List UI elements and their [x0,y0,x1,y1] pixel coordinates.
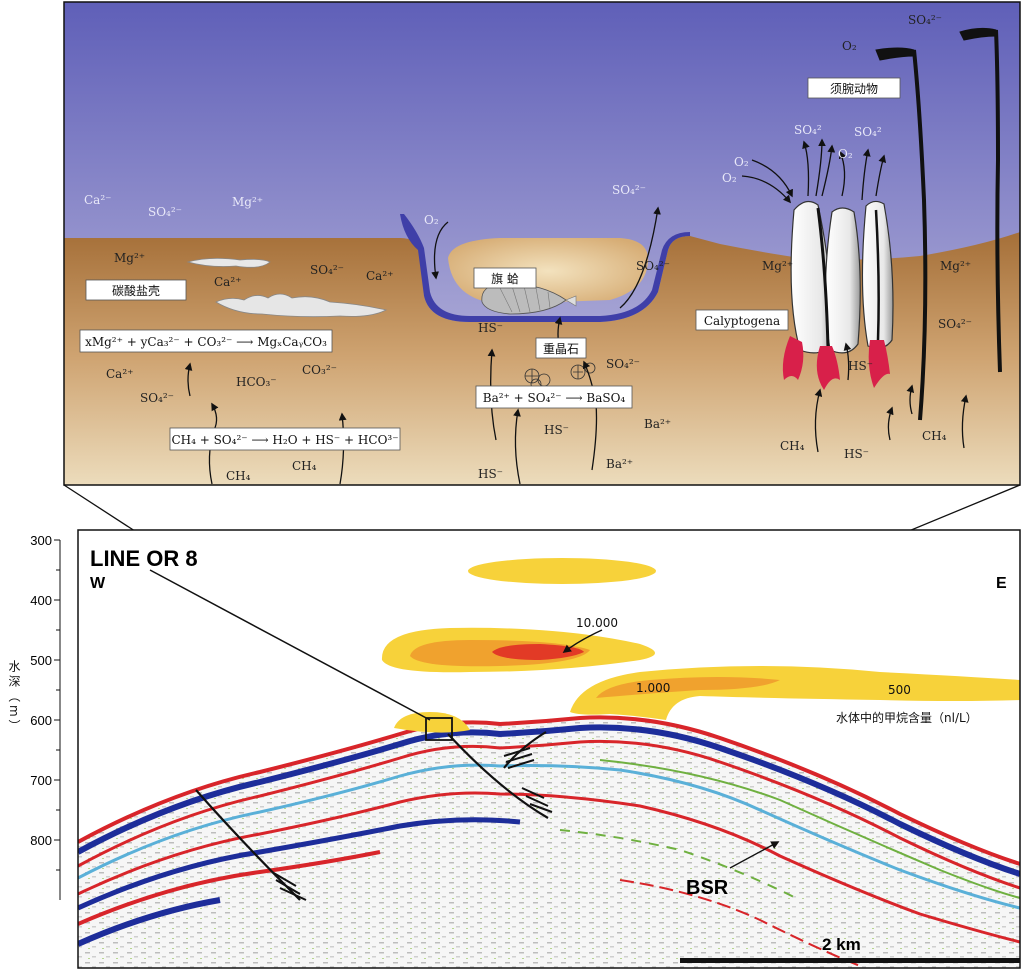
line-pointer [149,569,431,721]
depth-tick: 300 [30,533,52,548]
depth-tick: 500 [30,653,52,668]
ion-label: O₂ [424,213,439,227]
ion-label: Mg²⁺ [940,259,971,273]
scale-label: 2 km [822,935,861,954]
ion-label: CO₃²⁻ [302,363,337,377]
ion-label: Ca²⁺ [106,367,133,381]
ion-label: O₂ [722,171,737,185]
ion-label: Ca²⁻ [84,193,111,207]
water-ions: Ca²⁻ SO₄²⁻ Mg²⁺ SO₄²⁻ O₂ O₂ O₂ SO₄² SO₄²… [84,13,942,227]
ion-label: SO₄²⁻ [140,391,174,405]
ion-label: SO₄²⁻ [606,357,640,371]
ion-label: Mg²⁺ [232,195,263,209]
depth-tick: 800 [30,833,52,848]
barite-reaction: Ba²⁺ + SO₄²⁻ ⟶ BaSO₄ [483,391,626,405]
ion-label: SO₄² [794,123,822,137]
ion-label: Ca²⁺ [366,269,393,283]
carbonate-crust-large [215,293,388,318]
depth-axis: 300 400 500 600 700 800 水深（m） [7,533,61,900]
ion-label: Mg²⁺ [762,259,793,273]
seismic-section [78,715,1020,968]
ion-label: CH₄ [292,459,317,473]
faults [195,731,553,901]
plume-arrow [562,629,603,654]
ion-label: Ba²⁺ [644,417,671,431]
ion-label: Ba²⁺ [606,457,633,471]
zoom-box [425,717,453,741]
ion-label: HS⁻ [844,447,869,461]
west-label: W [90,575,106,592]
top-panel-frame [63,1,1021,486]
carbonate-crust-label: 碳酸盐壳 [112,283,160,298]
ion-label: HS⁻ [848,359,873,373]
ion-label: HS⁻ [478,321,503,335]
plume-value-10000: 10.000 [576,616,618,630]
ion-label: CH₄ [922,429,947,443]
carbonate-crust-small [186,258,271,268]
label-boxes [79,77,901,451]
line-label: LINE OR 8 [90,546,198,571]
sediment [64,232,1020,485]
ion-label: HS⁻ [478,467,503,481]
depth-tick: 700 [30,773,52,788]
ion-label: SO₄²⁻ [148,205,182,219]
calyptogena-clams-icon [782,200,894,390]
ion-label: Mg²⁺ [114,251,145,265]
aom-reaction: CH₄ + SO₄²⁻ ⟶ H₂O + HS⁻ + HCO³⁻ [171,433,398,447]
methane-plumes [381,558,1020,733]
bsr-label: BSR [686,877,729,899]
tubeworm-label: 须腕动物 [830,81,878,96]
ion-label: SO₄²⁻ [938,317,972,331]
box-labels: 碳酸盐壳 xMg²⁺ + yCa₃²⁻ + CO₃²⁻ ⟶ MgₓCaᵧCO₃ … [85,81,878,447]
ion-label: CH₄ [226,469,251,483]
bsr-arrow [729,841,780,869]
bottom-panel-frame [77,529,1021,969]
depth-axis-label: 水深（m） [7,660,21,735]
ion-label: SO₄²⁻ [310,263,344,277]
seismic-profile-panel: LINE OR 8 W E 10.000 1.000 500 水体中的甲烷含量（… [78,530,1020,968]
east-label: E [996,575,1007,592]
ion-label: Ca²⁺ [214,275,241,289]
ion-label: HCO₃⁻ [236,375,277,389]
ion-label: SO₄² [854,125,882,139]
calyptogena-label: Calyptogena [704,314,780,328]
ion-label: O₂ [838,147,853,161]
ion-label: O₂ [842,39,857,53]
seep-cross-section-panel: 碳酸盐壳 xMg²⁺ + yCa₃²⁻ + CO₃²⁻ ⟶ MgₓCaᵧCO₃ … [64,2,1020,485]
tubeworm-icon [875,27,1002,421]
scale-bar [680,958,1020,963]
depth-tick: 400 [30,593,52,608]
plume-value-1000: 1.000 [636,681,670,695]
depth-tick: 600 [30,713,52,728]
barite-label: 重晶石 [543,342,579,356]
ion-label: HS⁻ [544,423,569,437]
ion-label: SO₄²⁻ [612,183,646,197]
plume-value-500: 500 [888,683,911,697]
ion-label: CH₄ [780,439,805,453]
sediment-ions: Mg²⁺ Ca²⁺ SO₄²⁻ Ca²⁺ Ca²⁺ SO₄²⁻ HCO₃⁻ CO… [106,251,972,483]
ion-label: O₂ [734,155,749,169]
dolomite-reaction: xMg²⁺ + yCa₃²⁻ + CO₃²⁻ ⟶ MgₓCaᵧCO₃ [85,335,327,349]
clam-label: 旗 蛤 [491,271,519,286]
ion-label: SO₄²⁻ [636,259,670,273]
ion-label: SO₄²⁻ [908,13,942,27]
seismic-reflectors [78,715,1020,967]
methane-legend: 水体中的甲烷含量（nl/L） [836,710,978,725]
